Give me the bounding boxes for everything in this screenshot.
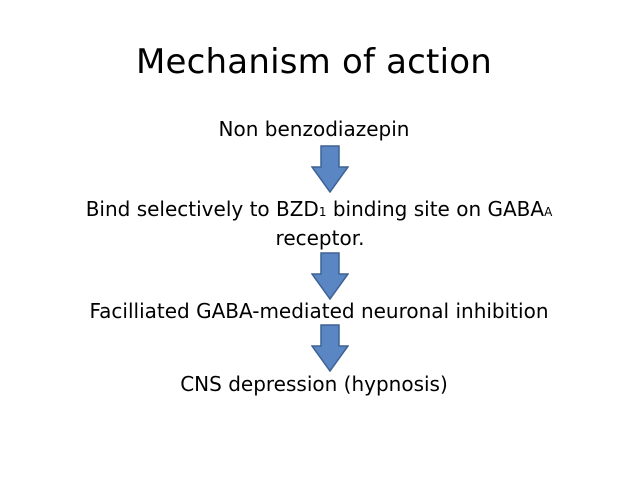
bzd-subscript: 1 [318,205,327,219]
slide-title: Mechanism of action [135,42,492,82]
down-arrow-icon [311,145,349,193]
step-non-benzodiazepine: Non benzodiazepin [218,117,410,141]
step-bind-selectively: Bind selectively to BZD1 binding site on… [0,195,638,226]
down-arrow-icon [311,252,349,300]
down-arrow-icon [311,324,349,372]
gaba-subscript: A [544,205,553,219]
step-cns-depression: CNS depression (hypnosis) [180,372,448,396]
step-facilitated-inhibition: Facilliated GABA-mediated neuronal inhib… [89,299,549,323]
step-bind-receptor: receptor. [275,226,365,250]
step-bind-text-2: binding site on GABA [326,197,545,221]
step-bind-text-1: Bind selectively to BZD [85,197,319,221]
